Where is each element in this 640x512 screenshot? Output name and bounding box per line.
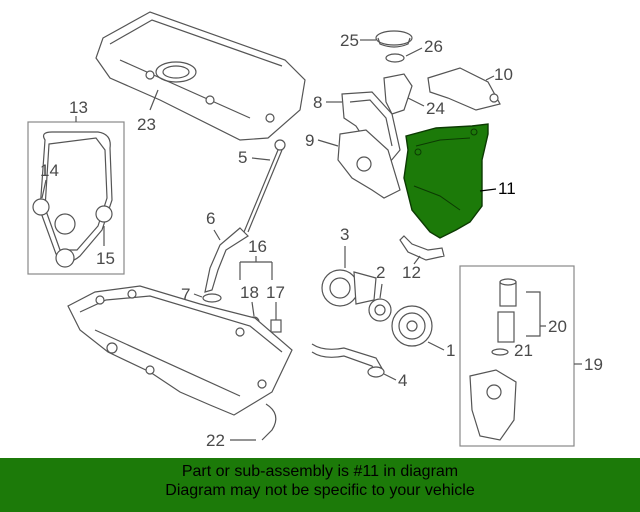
callout-3[interactable]: 3 xyxy=(340,225,349,244)
oil-filter-box xyxy=(459,265,575,447)
cap-seal-part[interactable] xyxy=(385,53,405,63)
filler-cap-part[interactable] xyxy=(375,30,413,48)
water-pump-part[interactable] xyxy=(321,269,377,307)
oil-filter-element-part[interactable] xyxy=(491,311,515,356)
o-ring-part[interactable] xyxy=(202,293,222,303)
callout-12[interactable]: 12 xyxy=(402,263,421,282)
callout-8[interactable]: 8 xyxy=(313,93,322,112)
callout-13[interactable]: 13 xyxy=(69,98,88,117)
callout-25[interactable]: 25 xyxy=(340,31,359,50)
crank-sprocket-part[interactable] xyxy=(368,298,392,322)
timing-cover-rear-part[interactable] xyxy=(337,129,401,199)
notice-banner: Part or sub-assembly is #11 in diagram D… xyxy=(0,458,640,512)
callout-22[interactable]: 22 xyxy=(206,431,225,450)
callout-26[interactable]: 26 xyxy=(424,37,443,56)
callout-14[interactable]: 14 xyxy=(40,161,59,180)
coolant-pipe-part[interactable] xyxy=(311,343,385,378)
callout-23[interactable]: 23 xyxy=(137,115,156,134)
crank-pulley-part[interactable] xyxy=(391,305,433,347)
notice-line-1: Part or sub-assembly is #11 in diagram xyxy=(181,463,459,480)
callout-16[interactable]: 16 xyxy=(248,237,267,256)
callout-6[interactable]: 6 xyxy=(206,209,215,228)
oil-filter-cap-part[interactable] xyxy=(499,278,517,307)
callout-20[interactable]: 20 xyxy=(548,317,567,336)
callout-2[interactable]: 2 xyxy=(376,263,385,282)
breather-hose-part[interactable] xyxy=(261,403,277,441)
timing-belt-cover-highlighted-part[interactable] xyxy=(403,123,489,239)
callout-24[interactable]: 24 xyxy=(426,99,445,118)
notice-line-2: Diagram may not be specific to your vehi… xyxy=(165,482,475,499)
callout-7[interactable]: 7 xyxy=(181,285,190,304)
callout-19[interactable]: 19 xyxy=(584,355,603,374)
thermostat-housing-part[interactable] xyxy=(383,73,413,115)
oil-filter-housing-part[interactable] xyxy=(469,369,517,441)
timing-belt-part[interactable] xyxy=(32,131,113,268)
callout-5[interactable]: 5 xyxy=(238,148,247,167)
dipstick-part[interactable] xyxy=(243,139,286,233)
valve-cover-part[interactable] xyxy=(95,11,306,141)
exploded-view-drawing: 23 13 14 15 5 6 7 16 18 17 xyxy=(27,11,603,450)
callout-10[interactable]: 10 xyxy=(494,65,513,84)
callout-9[interactable]: 9 xyxy=(305,131,314,150)
callout-18[interactable]: 18 xyxy=(240,283,259,302)
oil-pan-part[interactable] xyxy=(67,285,293,416)
callout-21[interactable]: 21 xyxy=(514,341,533,360)
callout-1[interactable]: 1 xyxy=(446,341,455,360)
callout-11[interactable]: 11 xyxy=(498,179,516,198)
upper-cover-part[interactable] xyxy=(427,67,501,111)
callout-17[interactable]: 17 xyxy=(266,283,285,302)
lower-cover-part[interactable] xyxy=(399,235,445,261)
callout-4[interactable]: 4 xyxy=(398,371,407,390)
callout-15[interactable]: 15 xyxy=(96,249,115,268)
dipstick-tube-part[interactable] xyxy=(204,227,249,293)
